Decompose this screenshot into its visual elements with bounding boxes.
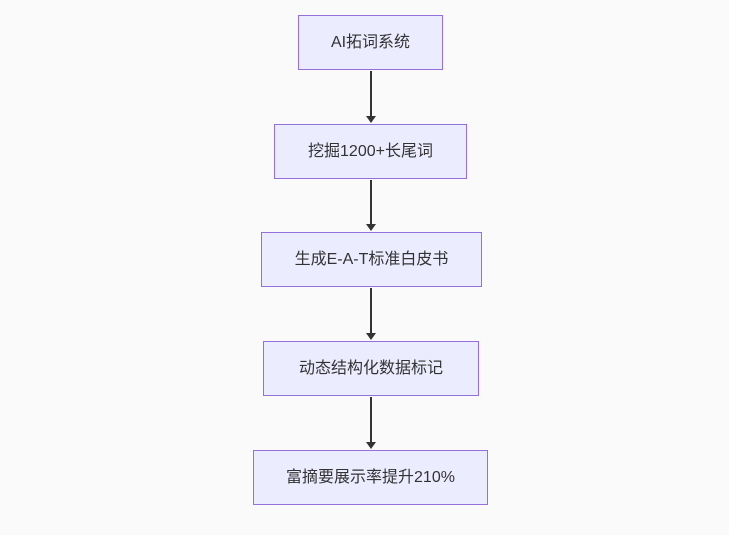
node-label: 富摘要展示率提升210% — [286, 468, 455, 486]
node-mine-longtail-keywords: 挖掘1200+长尾词 — [274, 124, 467, 179]
arrowhead-down-icon — [365, 224, 376, 231]
arrow-line — [369, 180, 372, 224]
node-label: 挖掘1200+长尾词 — [308, 142, 433, 160]
arrow-line — [369, 288, 372, 333]
node-dynamic-structured-data-markup: 动态结构化数据标记 — [263, 341, 479, 396]
flow-arrow-4 — [364, 397, 377, 449]
node-generate-eat-whitepaper: 生成E-A-T标准白皮书 — [261, 232, 482, 287]
arrowhead-down-icon — [365, 116, 376, 123]
flow-arrow-1 — [364, 71, 377, 123]
node-ai-keyword-expansion-system: AI拓词系统 — [298, 15, 443, 70]
node-label: 生成E-A-T标准白皮书 — [294, 250, 449, 268]
arrow-line — [369, 397, 372, 442]
flow-arrow-3 — [364, 288, 377, 340]
arrowhead-down-icon — [365, 442, 376, 449]
node-rich-snippet-display-rate: 富摘要展示率提升210% — [253, 450, 488, 505]
node-label: 动态结构化数据标记 — [298, 359, 443, 377]
flow-arrow-2 — [364, 180, 377, 231]
node-label: AI拓词系统 — [330, 33, 411, 51]
arrow-line — [369, 71, 372, 116]
arrowhead-down-icon — [365, 333, 376, 340]
